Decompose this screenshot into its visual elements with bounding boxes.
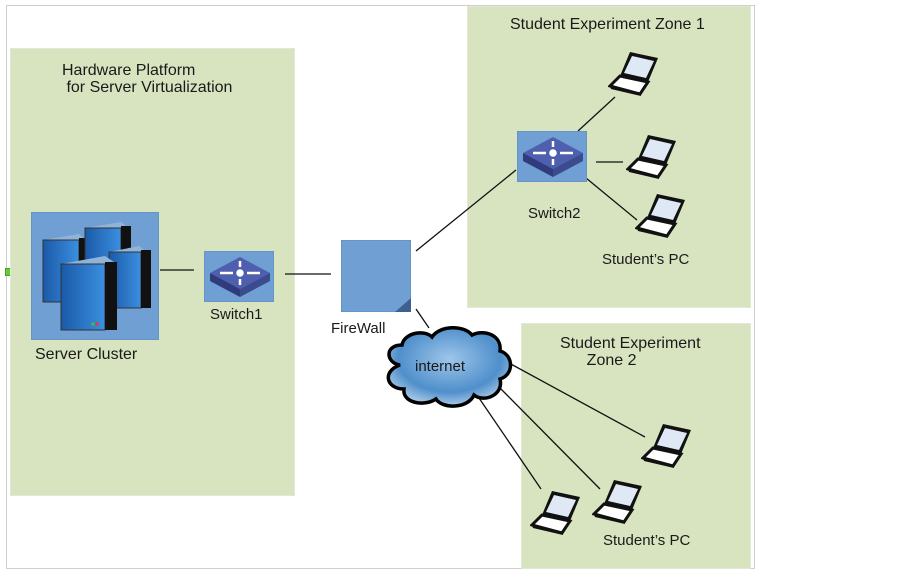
switch1-node[interactable] xyxy=(203,250,275,303)
edge-internet-pc2 xyxy=(499,387,601,490)
firewall-label: FireWall xyxy=(331,320,386,337)
internet-node[interactable] xyxy=(380,323,516,411)
edge-firewall-internet xyxy=(415,308,430,329)
zone2-pc3-node[interactable] xyxy=(529,487,584,542)
zone-hardware-platform-title: Hardware Platform for Server Virtualizat… xyxy=(62,62,233,96)
edge-firewall-switch2 xyxy=(415,169,517,252)
laptop-icon xyxy=(625,135,676,179)
internet-label: internet xyxy=(415,358,466,375)
server-cluster-label: Server Cluster xyxy=(35,346,138,363)
firewall-icon xyxy=(340,239,412,313)
laptop-icon xyxy=(591,480,642,524)
zone1-pc3-node[interactable] xyxy=(634,190,689,245)
zone2-pc2-node[interactable] xyxy=(591,476,646,531)
zone2-pcs-label: Student’s PC xyxy=(603,532,691,549)
switch2-label: Switch2 xyxy=(528,205,581,222)
laptop-icon xyxy=(640,424,691,468)
edge-internet-pc3 xyxy=(478,397,542,490)
edge-internet-pc1 xyxy=(508,362,646,438)
switch1-label: Switch1 xyxy=(210,306,263,323)
laptop-icon xyxy=(607,52,658,96)
firewall-node[interactable] xyxy=(340,239,412,313)
switch2-node[interactable] xyxy=(516,130,588,183)
zone-1-title: Student Experiment Zone 1 xyxy=(510,16,705,33)
server-cluster-icon xyxy=(30,211,160,341)
zone1-pc1-node[interactable] xyxy=(607,48,662,103)
zone-2-title: Student Experiment Zone 2 xyxy=(560,335,701,369)
laptop-icon xyxy=(529,491,580,535)
switch-icon xyxy=(203,250,275,303)
zone1-pc2-node[interactable] xyxy=(625,131,680,186)
zone-student-experiment-1 xyxy=(467,6,751,308)
server-cluster-node[interactable] xyxy=(30,211,160,341)
laptop-icon xyxy=(634,194,685,238)
zone1-pcs-label: Student’s PC xyxy=(602,251,690,268)
switch-icon xyxy=(516,130,588,183)
edge-switch2-pc1 xyxy=(577,96,616,132)
edge-switch2-pc3 xyxy=(585,177,638,221)
cloud-icon xyxy=(386,326,513,408)
zone2-pc1-node[interactable] xyxy=(640,420,695,475)
server-tower-front xyxy=(60,256,117,331)
